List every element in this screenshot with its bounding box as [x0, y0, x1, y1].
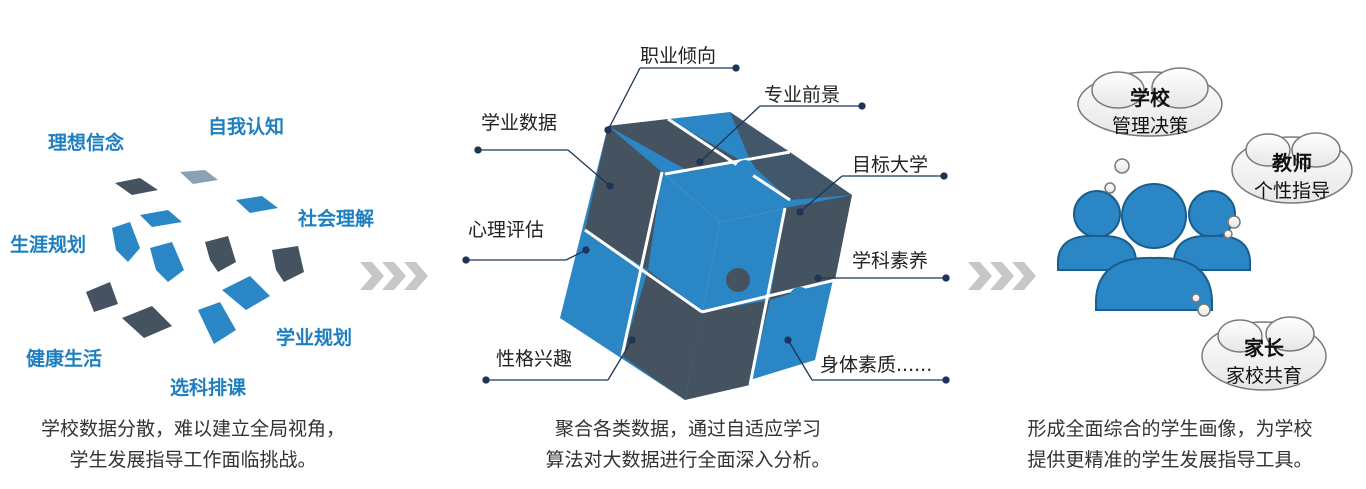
cloud-parents: 家长 家校共育 [1210, 332, 1318, 388]
label-course-selection: 选科排课 [170, 377, 247, 399]
label-academic-data: 学业数据 [481, 112, 558, 134]
cloud-school: 学校 管理决策 [1090, 82, 1210, 138]
right-caption-line-1: 形成全面综合的学生画像，为学校 [1027, 418, 1313, 440]
middle-caption-line-1: 聚合各类数据，通过自适应学习 [554, 418, 821, 440]
cloud-teacher: 教师 个性指导 [1240, 147, 1344, 203]
cloud-school-title: 学校 [1130, 86, 1170, 110]
label-psych-assessment: 心理评估 [468, 219, 545, 241]
puzzle-cube-icon [560, 112, 852, 400]
label-social-understanding: 社会理解 [298, 208, 375, 230]
cloud-parents-sub: 家校共育 [1225, 365, 1302, 387]
cloud-teacher-title: 教师 [1272, 151, 1312, 175]
right-caption: 形成全面综合的学生画像，为学校 提供更精准的学生发展指导工具。 [990, 414, 1350, 476]
cloud-school-sub: 管理决策 [1111, 115, 1188, 137]
label-career-planning: 生涯规划 [10, 234, 87, 256]
cloud-bubble-icon [1077, 67, 1353, 391]
middle-caption-line-2: 算法对大数据进行全面深入分析。 [545, 449, 831, 471]
right-caption-line-2: 提供更精准的学生发展指导工具。 [1027, 449, 1313, 471]
left-caption-line-2: 学生发展指导工作面临挑战。 [69, 449, 317, 471]
label-self-awareness: 自我认知 [208, 116, 285, 138]
leader-lines [462, 64, 950, 384]
label-personality-interests: 性格兴趣 [496, 348, 573, 370]
left-caption: 学校数据分散，难以建立全局视角， 学生发展指导工作面临挑战。 [18, 414, 368, 476]
cloud-parents-title: 家长 [1244, 336, 1284, 360]
label-major-prospects: 专业前景 [764, 84, 841, 106]
left-caption-line-1: 学校数据分散，难以建立全局视角， [40, 418, 345, 440]
label-physical-quality: 身体素质...... [820, 354, 933, 376]
label-subject-literacy: 学科素养 [852, 250, 929, 272]
label-healthy-living: 健康生活 [26, 348, 103, 370]
chevron-arrows-icon-2 [968, 262, 1036, 290]
cloud-teacher-sub: 个性指导 [1253, 180, 1330, 202]
middle-caption: 聚合各类数据，通过自适应学习 算法对大数据进行全面深入分析。 [520, 414, 856, 476]
label-study-planning: 学业规划 [276, 327, 353, 349]
chevron-arrows-icon [360, 262, 428, 290]
scattered-puzzle-pieces-icon [86, 170, 304, 344]
label-ideals: 理想信念 [48, 132, 125, 154]
label-career-tendency: 职业倾向 [640, 45, 717, 67]
people-icon [1057, 183, 1251, 311]
label-target-university: 目标大学 [852, 154, 929, 176]
